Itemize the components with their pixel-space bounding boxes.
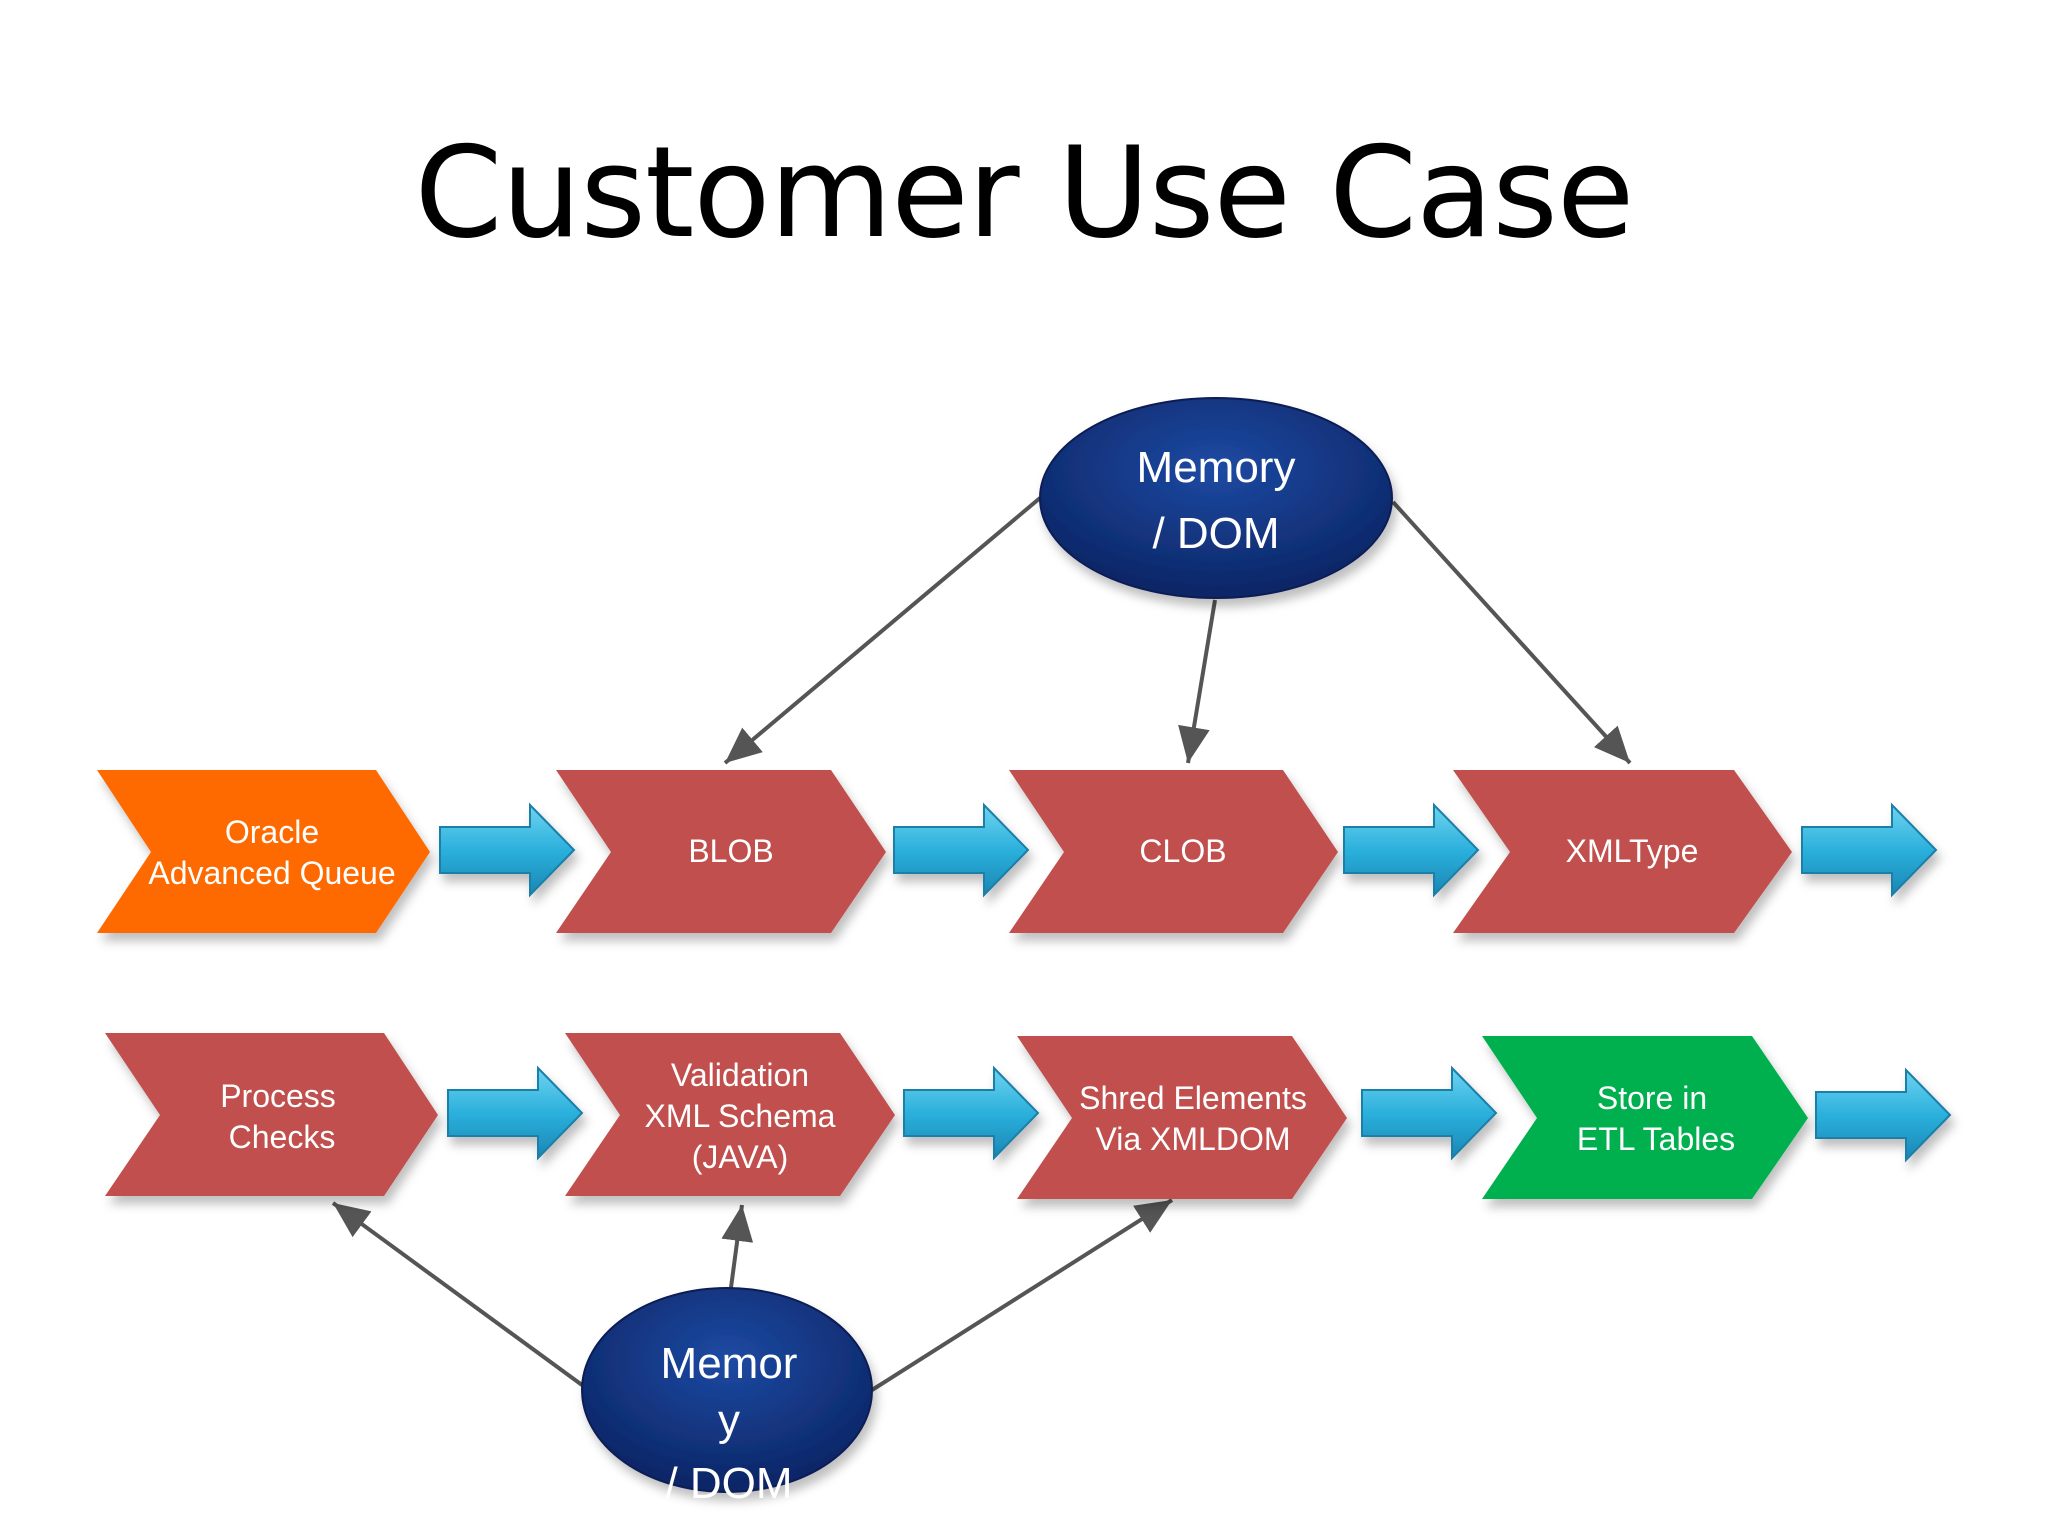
connectors — [331, 496, 1632, 1392]
chevron-store-etl-tables: Store in ETL Tables — [1482, 1036, 1808, 1199]
chevron-shred-elements: Shred Elements Via XMLDOM — [1017, 1036, 1347, 1199]
xmltype-label: XMLType — [1566, 833, 1699, 869]
slide-title: Customer Use Case — [414, 119, 1635, 266]
block-arrow-icon — [1361, 1065, 1498, 1161]
chevron-validation: Validation XML Schema (JAVA) — [565, 1033, 895, 1196]
row2-block-arrows — [447, 1065, 1952, 1163]
chevron-clob: CLOB — [1009, 770, 1338, 933]
shred-line1: Shred Elements — [1079, 1080, 1307, 1116]
block-arrow-icon — [447, 1065, 584, 1161]
block-arrow-icon — [439, 802, 576, 898]
chevron-blob: BLOB — [556, 770, 886, 933]
connector-bottom-to-validation — [721, 1204, 754, 1296]
process-line1: Process — [220, 1078, 336, 1114]
block-arrow-icon — [893, 802, 1030, 898]
connector-top-to-clob — [1178, 599, 1217, 764]
row1-block-arrows — [439, 802, 1938, 898]
oracle-line1: Oracle — [225, 814, 319, 850]
store-line1: Store in — [1597, 1080, 1707, 1116]
memory-top-line2: / DOM — [1152, 509, 1279, 558]
block-arrow-icon — [1343, 802, 1480, 898]
connector-top-to-xmltype — [1391, 500, 1632, 765]
blob-label: BLOB — [688, 833, 773, 869]
connector-bottom-to-process-checks — [331, 1201, 584, 1387]
validation-line2: XML Schema — [645, 1098, 836, 1134]
block-arrow-icon — [1801, 802, 1938, 898]
block-arrow-icon — [1815, 1067, 1952, 1163]
chevron-oracle-advanced-queue: Oracle Advanced Queue — [97, 770, 430, 933]
memory-top-line1: Memory — [1137, 443, 1296, 492]
memory-dom-bottom: Memor y / DOM — [581, 1287, 873, 1508]
connector-top-to-blob — [723, 496, 1042, 765]
memory-dom-top: Memory / DOM — [1039, 397, 1393, 599]
shred-line2: Via XMLDOM — [1095, 1121, 1290, 1157]
chevron-process-checks: Process Checks — [105, 1033, 438, 1196]
clob-label: CLOB — [1139, 833, 1226, 869]
memory-bottom-line2: y — [718, 1396, 740, 1445]
memory-bottom-line1: Memor — [661, 1339, 798, 1388]
oracle-line2: Advanced Queue — [148, 855, 395, 891]
memory-bottom-line3: / DOM — [665, 1459, 792, 1508]
process-line2: Checks — [229, 1119, 336, 1155]
block-arrow-icon — [903, 1065, 1040, 1161]
chevron-xmltype: XMLType — [1453, 770, 1792, 933]
connector-bottom-to-shred — [870, 1198, 1174, 1392]
store-line2: ETL Tables — [1577, 1121, 1735, 1157]
validation-line3: (JAVA) — [692, 1139, 789, 1175]
validation-line1: Validation — [671, 1057, 809, 1093]
